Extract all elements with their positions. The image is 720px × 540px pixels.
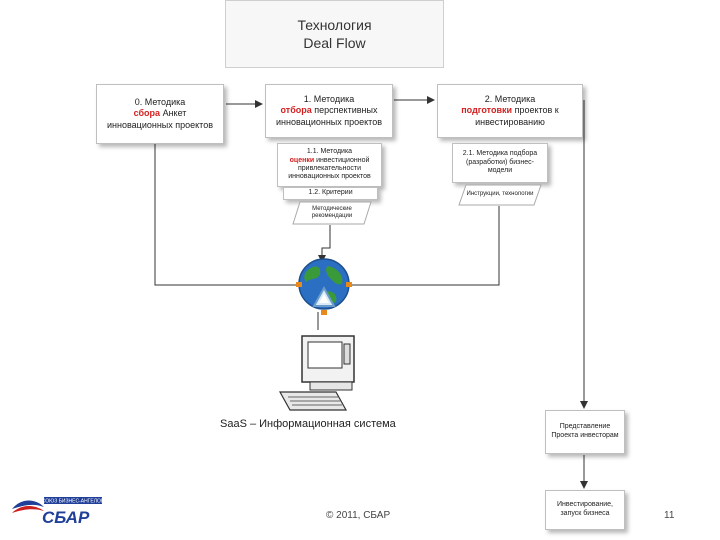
box2-highlight: подготовки [461,105,513,116]
box-investor-presentation: Представление Проекта инвесторам [545,410,625,454]
invest-text: Инвестирование, запуск бизнеса [557,501,613,517]
arrow-box1-to-globe [318,225,331,263]
box11-prefix: 1.1. Методика [306,148,353,156]
box0-suffix: Анкет инновационных проектов [107,108,213,130]
title-line-1: Технология [297,16,372,33]
line-box2-to-globe [350,206,500,286]
box12-text: 1.2. Критерии [308,189,353,197]
box11-suffix: инвестиционной привлекательности инновац… [288,156,371,181]
box-selection-method: 1. Методика отбора перспективных инновац… [265,84,393,138]
box-criteria: 1.2. Критерии [283,187,378,200]
doc-instructions-technologies: Инструкции, технологии [458,184,542,206]
sbar-logo: СОЮЗ БИЗНЕС-АНГЕЛОВ СБАР [10,495,105,527]
present-text: Представление Проекта инвесторам [551,423,619,439]
box21-text: 2.1. Методика подбора (разработки) бизне… [462,149,538,175]
box-evaluation-method: 1.1. Методика оценки инвестиционной прив… [277,143,382,187]
box-collection-method: 0. Методика сбора Анкет инновационных пр… [96,84,224,144]
title-box: Технология Deal Flow [225,0,444,68]
page-number: 11 [664,510,675,521]
para1-text: Методические рекомендации [311,205,353,219]
logo-small-text: СОЮЗ БИЗНЕС-АНГЕЛОВ [42,499,105,505]
globe-network-icon [296,258,352,315]
box2-prefix: 2. Методика [484,94,536,105]
box1-suffix: перспективных инновационных проектов [276,105,382,127]
title-line-2: Deal Flow [303,35,366,51]
box-preparation-method: 2. Методика подготовки проектов к инвест… [437,84,583,138]
box-business-model-method: 2.1. Методика подбора (разработки) бизне… [452,143,548,183]
computer-icon [278,335,355,411]
box11-highlight: оценки [289,156,315,164]
copyright: © 2011, СБАР [326,510,391,521]
line-box0-to-globe [154,144,297,286]
box-investment-launch: Инвестирование, запуск бизнеса [545,490,625,530]
logo-text: СБАР [42,508,90,525]
sbar-logo-mark: СОЮЗ БИЗНЕС-АНГЕЛОВ СБАР [12,497,105,527]
saas-caption: SaaS – Информационная система [220,418,396,430]
box1-highlight: отбора [280,105,312,116]
box0-prefix: 0. Методика [134,97,186,108]
box1-prefix: 1. Методика [303,94,355,105]
box2-suffix: проектов к инвестированию [475,105,559,127]
box0-highlight: сбора [133,108,161,119]
para2-text: Инструкции, технологии [466,191,534,198]
doc-methodical-recommendations: Методические рекомендации [292,201,372,225]
